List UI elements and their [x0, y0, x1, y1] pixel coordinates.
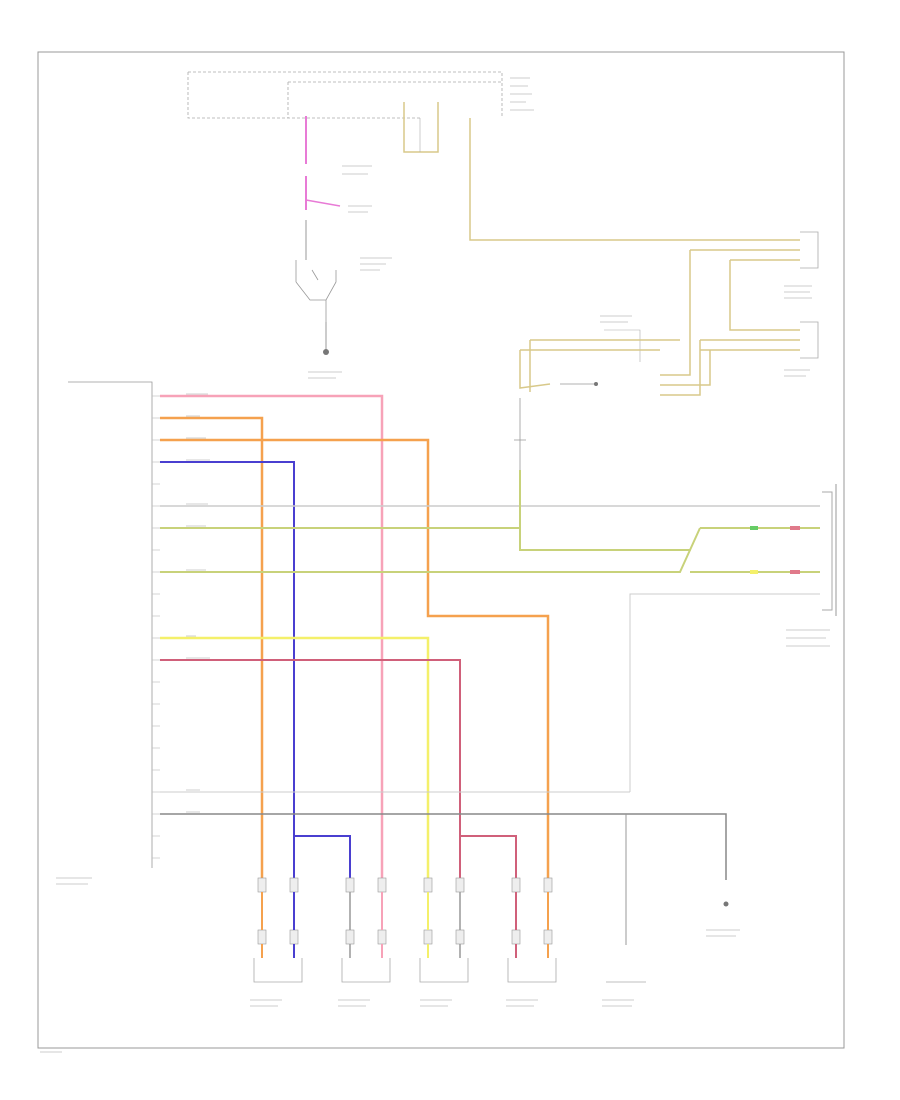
top-connector-box: [403, 102, 439, 153]
wire-yg-drop: [519, 470, 701, 551]
wire-yellow-pin12: [160, 636, 430, 880]
diagram-frame: [37, 51, 845, 1049]
faint-label-marks: [40, 77, 830, 1053]
wire-yg-pin9: [160, 549, 820, 573]
control-unit-outline: [68, 381, 153, 868]
top-module-box: [187, 71, 503, 119]
wire-blue-pin4: [160, 461, 295, 880]
wire-pink-pin1: [160, 394, 384, 880]
tan-wire-right-2: [660, 250, 691, 376]
tan-wire-right-3: [729, 260, 800, 331]
right-sensor-outline: [822, 491, 833, 611]
right-connector-marks: [750, 526, 800, 574]
wire-red-branch: [460, 835, 517, 880]
control-unit-pins: [152, 395, 160, 859]
mid-connector: [604, 329, 641, 362]
wire-orange-pin3: [160, 438, 550, 880]
tan-wire-right: [469, 118, 800, 241]
wire-gray-right: [629, 593, 820, 792]
relay-switch: [514, 398, 526, 470]
wire-blue-branch: [294, 835, 351, 880]
ground-dot-right: [723, 901, 729, 907]
bottom-plugs: [257, 877, 553, 958]
top-pink-branch: [305, 199, 341, 207]
sensor-brackets: [253, 958, 646, 983]
tan-bus-6: [660, 350, 711, 386]
wire-darkgray-pin20: [160, 813, 727, 880]
wire-label-marks: [186, 393, 210, 813]
right-module-lower: [800, 321, 819, 359]
mid-tan-drop: [519, 340, 551, 392]
wire-orange-pin2: [160, 416, 264, 880]
right-module-upper: [800, 231, 819, 269]
ground-dot: [323, 349, 329, 355]
wire-red-pin13: [160, 659, 461, 880]
mid-junction: [594, 382, 598, 386]
switch-symbol: [295, 260, 337, 322]
mid-tan-left: [520, 339, 680, 351]
tan-bus-5: [660, 340, 701, 396]
